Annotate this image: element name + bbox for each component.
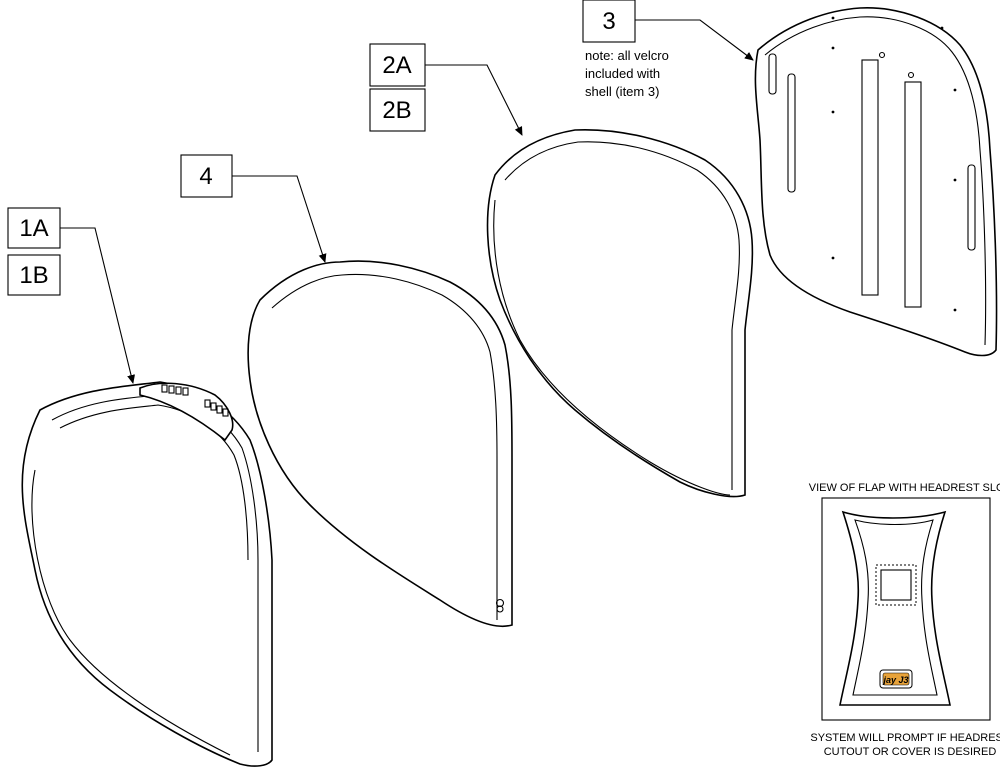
flap-caption-line-1: SYSTEM WILL PROMPT IF HEADREST [810, 732, 1000, 744]
callout-2a: 2A [369, 43, 426, 87]
leader-lines [60, 19, 754, 384]
callout-1b-label: 1B [19, 262, 48, 289]
callout-1a: 1A [7, 207, 61, 249]
foam-4-drawing [247, 260, 513, 627]
flap-view-title: VIEW OF FLAP WITH HEADREST SLOT [809, 482, 1000, 494]
note-line-2: included with [585, 66, 660, 81]
callout-4-label: 4 [199, 163, 212, 190]
headrest-slot [875, 564, 917, 606]
note-line-3: shell (item 3) [585, 84, 659, 99]
flap-caption-line-2: CUTOUT OR COVER IS DESIRED [824, 746, 997, 758]
callout-1b: 1B [7, 254, 61, 296]
callout-4: 4 [180, 154, 233, 198]
jay-logo: jay J3 [879, 669, 913, 689]
callout-2b: 2B [369, 88, 426, 132]
callout-3-label: 3 [602, 8, 615, 35]
callout-2a-label: 2A [382, 52, 411, 79]
cover-2-drawing [486, 128, 754, 498]
logo-text: jay J3 [882, 675, 908, 685]
callout-3: 3 [582, 0, 636, 43]
note-line-1: note: all velcro [585, 48, 669, 63]
velcro-pads [161, 384, 229, 417]
cover-1-drawing [21, 381, 273, 767]
velcro-note: note: all velcro included with shell (it… [585, 48, 669, 99]
shell-3-drawing [754, 7, 998, 357]
callout-2b-label: 2B [382, 97, 411, 124]
flap-view-panel: VIEW OF FLAP WITH HEADREST SLOT jay J3 S… [809, 482, 1000, 758]
callout-1a-label: 1A [19, 215, 48, 242]
